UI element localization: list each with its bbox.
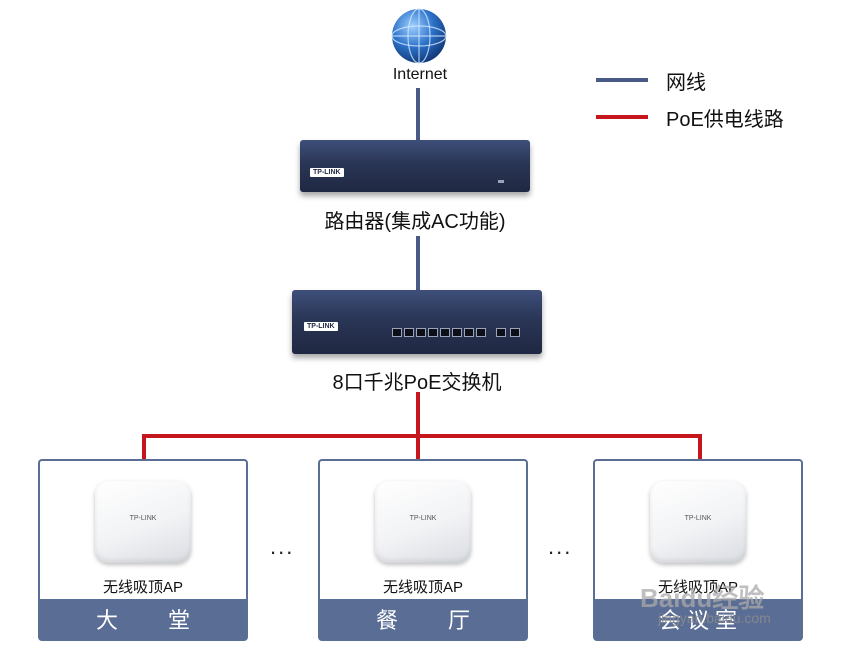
room-meeting: TP-LINK 无线吸顶AP 会议室 [593,459,803,641]
poe-drop-restaurant [416,434,420,480]
ap-brand: TP-LINK [409,515,437,522]
router-label: 路由器(集成AC功能) [324,211,506,233]
switch-port [392,328,402,337]
poe-trunk [416,392,420,436]
room-lobby: TP-LINK 无线吸顶AP 大 堂 [38,459,248,641]
ap-label: 无线吸顶AP [657,579,738,596]
poe-bus [142,434,702,438]
ellipsis-2: ... [548,534,573,559]
watermark-url: jingyan.baidu.com [658,610,771,626]
router-device: TP-LINK [300,140,530,192]
poe-drop-meeting [698,434,702,480]
legend-label-poe: PoE供电线路 [666,109,784,131]
switch-device: TP-LINK [292,290,542,354]
switch-brand: TP-LINK [304,322,338,331]
room-restaurant: TP-LINK 无线吸顶AP 餐 厅 [318,459,528,641]
cable-internet-router [416,88,420,142]
globe-icon [389,6,449,66]
switch-port [452,328,462,337]
switch-port-panel [392,324,532,344]
router-led [498,180,504,183]
switch-port [404,328,414,337]
ap-device-lobby: TP-LINK [95,481,191,563]
switch-port [510,328,520,337]
legend-swatch-poe [596,115,648,119]
ap-label: 无线吸顶AP [102,579,183,596]
watermark-logo: Baidu经验 [640,578,764,615]
legend-swatch-lan [596,78,648,82]
switch-port [496,328,506,337]
legend: 网线 PoE供电线路 [596,62,826,132]
switch-port [428,328,438,337]
ap-brand: TP-LINK [684,515,712,522]
switch-port [464,328,474,337]
switch-label: 8口千兆PoE交换机 [332,372,502,394]
ap-brand: TP-LINK [129,515,157,522]
router-brand: TP-LINK [310,168,344,177]
switch-port [476,328,486,337]
ap-device-meeting: TP-LINK [650,481,746,563]
ellipsis-1: ... [270,534,295,559]
switch-port [416,328,426,337]
room-name: 大 堂 [40,599,246,639]
internet-label: Internet [392,66,448,83]
room-name: 会议室 [595,599,801,639]
ap-device-restaurant: TP-LINK [375,481,471,563]
watermark-brand: Baidu经验 [640,583,765,613]
ap-label: 无线吸顶AP [382,579,463,596]
room-name: 餐 厅 [320,599,526,639]
poe-drop-lobby [142,434,146,480]
switch-port [440,328,450,337]
cable-router-switch [416,236,420,290]
legend-label-lan: 网线 [666,72,706,94]
